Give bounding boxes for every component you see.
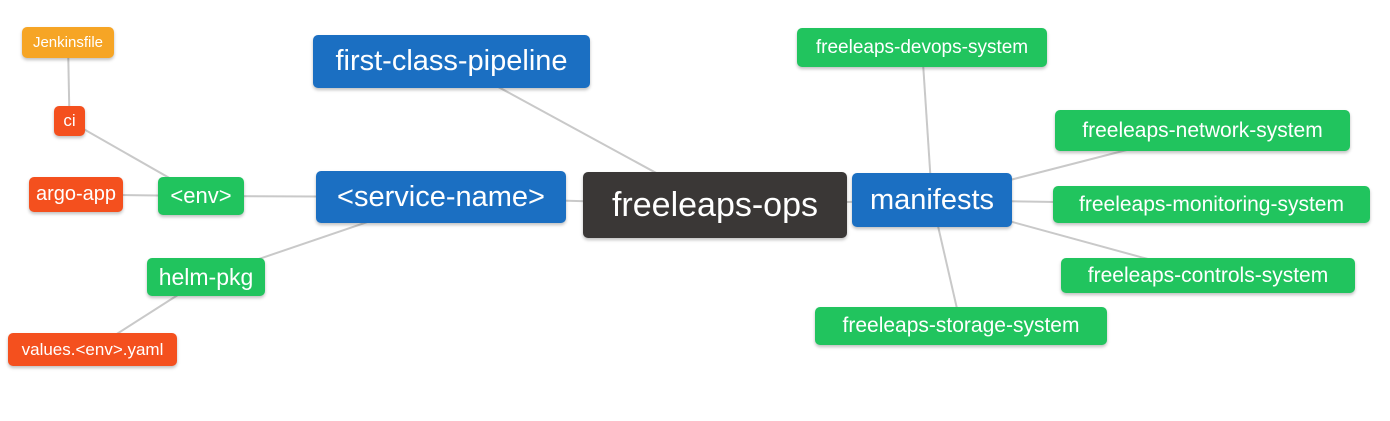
node-manifests[interactable]: manifests [852,173,1012,227]
node-argo-app[interactable]: argo-app [29,177,123,212]
node-env[interactable]: <env> [158,177,244,215]
node-jenkinsfile[interactable]: Jenkinsfile [22,27,114,58]
node-values-env-yaml[interactable]: values.<env>.yaml [8,333,177,366]
node-first-class-pipeline[interactable]: first-class-pipeline [313,35,590,88]
node-devops-system[interactable]: freeleaps-devops-system [797,28,1047,67]
node-network-system[interactable]: freeleaps-network-system [1055,110,1350,151]
node-helm-pkg[interactable]: helm-pkg [147,258,265,296]
node-controls-system[interactable]: freeleaps-controls-system [1061,258,1355,293]
node-ci[interactable]: ci [54,106,85,136]
node-freeleaps-ops[interactable]: freeleaps-ops [583,172,847,238]
node-storage-system[interactable]: freeleaps-storage-system [815,307,1107,345]
node-service-name[interactable]: <service-name> [316,171,566,223]
node-monitoring-system[interactable]: freeleaps-monitoring-system [1053,186,1370,223]
